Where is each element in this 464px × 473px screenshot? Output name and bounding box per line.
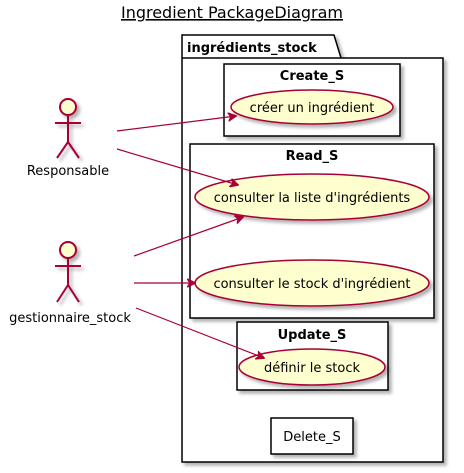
read-box-label: Read_S <box>286 149 339 164</box>
relation-responsable-list-ingredients <box>116 148 238 185</box>
relation-gestionnaire-list-ingredients <box>133 217 243 257</box>
create-box-label: Create_S <box>280 69 344 84</box>
usecase-create-ingredient <box>230 89 394 125</box>
usecase-list-ingredients-label: consulter la liste d'ingrédients <box>214 191 411 206</box>
relations <box>116 116 264 358</box>
relation-responsable-create-ingredient <box>116 116 236 132</box>
update-box-label: Update_S <box>278 328 347 343</box>
actor-gestionnaire-stock <box>55 241 81 303</box>
relation-gestionnaire-define-stock <box>135 307 264 358</box>
delete-box <box>270 417 354 455</box>
usecase-create-ingredient-label: créer un ingrédient <box>250 101 375 116</box>
usecase-ingredient-stock-label: consulter le stock d'ingrédient <box>213 277 410 292</box>
usecase-define-stock-label: définir le stock <box>264 361 360 376</box>
actor-responsable-label: Responsable <box>27 164 109 179</box>
usecase-list-ingredients <box>194 173 430 221</box>
usecase-define-stock <box>238 348 386 386</box>
actor-responsable <box>55 98 81 159</box>
actor-gestionnaire-stock-label: gestionnaire_stock <box>9 311 131 326</box>
delete-box-label: Delete_S <box>283 430 340 445</box>
package-label: ingrédients_stock <box>187 41 317 56</box>
diagram-title: Ingredient PackageDiagram <box>121 3 343 22</box>
